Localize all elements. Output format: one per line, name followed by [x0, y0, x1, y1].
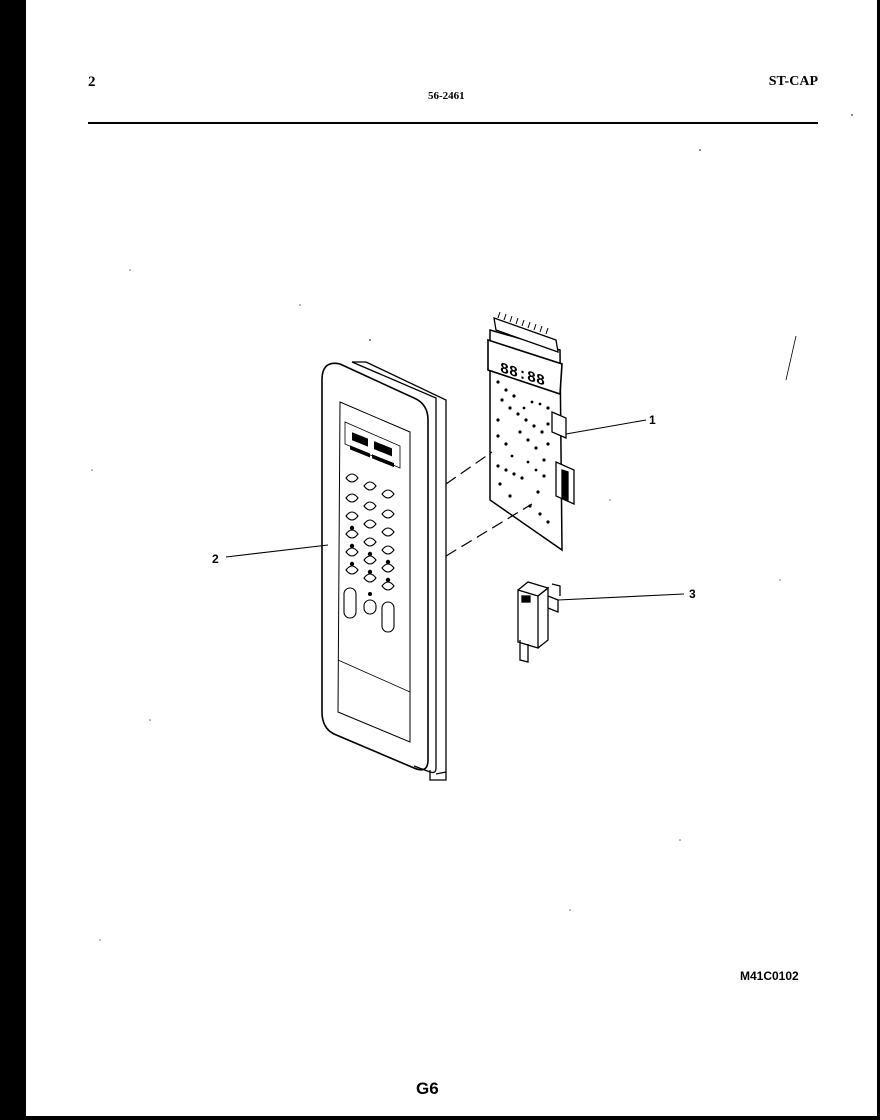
scan-border-right	[877, 0, 880, 1120]
drawing-code: M41C0102	[740, 969, 799, 983]
panel-display	[350, 432, 394, 468]
page-number: 2	[88, 74, 96, 90]
keypad-legend-marks	[349, 525, 391, 596]
scan-border-bottom	[0, 1116, 880, 1120]
board-components	[496, 380, 550, 524]
scan-speckle	[91, 114, 853, 941]
panel-keypad	[343, 473, 395, 633]
sheet-id: G6	[416, 1079, 439, 1098]
leader-line-2	[225, 544, 329, 558]
leader-line-1	[565, 419, 647, 435]
callout-part-1: 1	[649, 413, 656, 427]
callout-part-3: 3	[689, 587, 696, 601]
scan-border-left	[0, 0, 26, 1120]
control-panel	[321, 361, 447, 781]
scan-mark	[785, 335, 797, 381]
document-code: 56-2461	[428, 90, 465, 102]
leader-lines	[225, 419, 685, 601]
leader-line-3	[557, 593, 685, 601]
pc-board	[487, 311, 575, 552]
series-code: ST-CAP	[768, 74, 818, 89]
header-rule	[88, 122, 818, 124]
assembly-lines	[445, 451, 533, 557]
callout-part-2: 2	[212, 552, 219, 566]
small-switch-part	[517, 581, 561, 663]
